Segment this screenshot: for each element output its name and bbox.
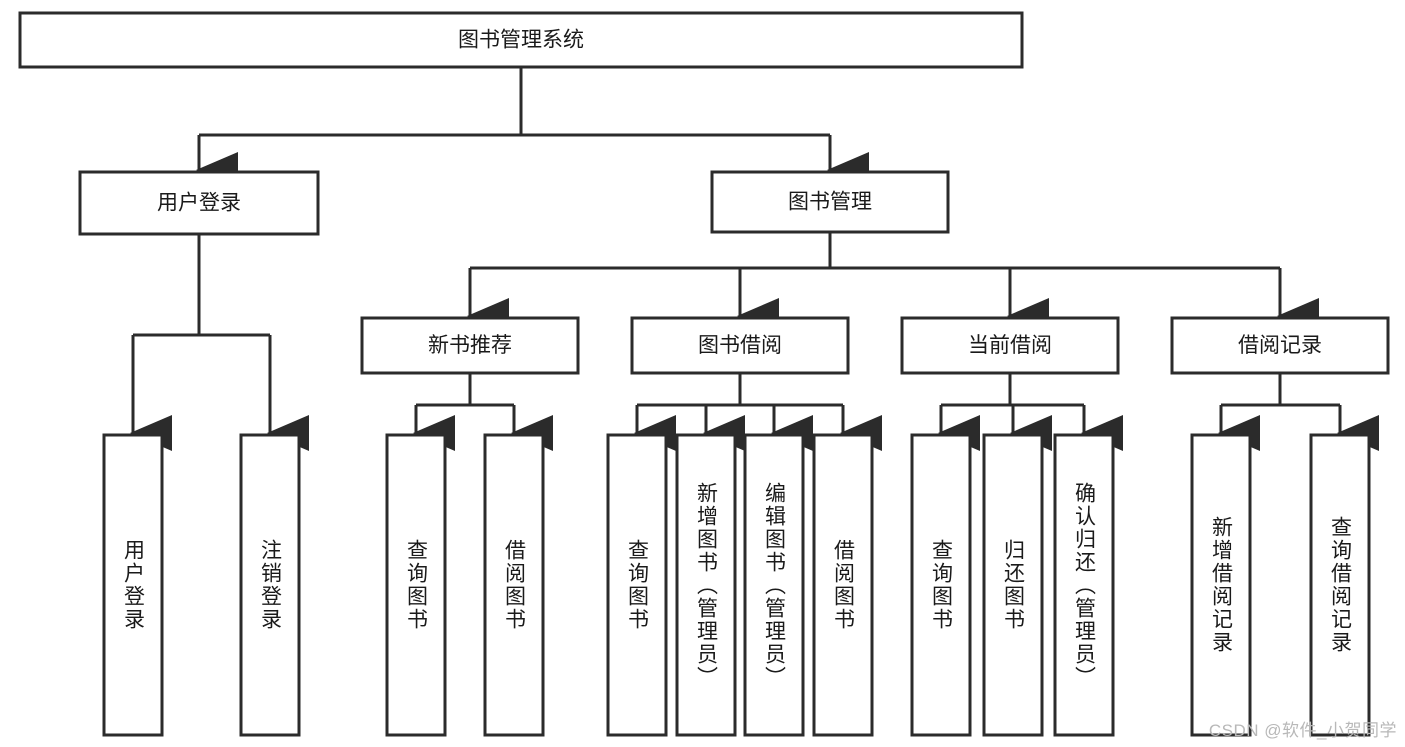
node-new-book-recommend[interactable]: 新书推荐 [360,316,580,375]
node-book-borrow-rect[interactable] [630,316,850,375]
leaf-current-borrow-0-rect[interactable] [910,433,972,737]
node-current-borrow[interactable]: 当前借阅 [900,316,1120,375]
node-borrow-record-label: 借阅记录 [1238,334,1322,357]
node-root-book-management-system-rect[interactable] [18,11,1024,69]
node-user-login[interactable]: 用户登录 [78,170,320,236]
leaf-borrow-record-0-rect[interactable] [1190,433,1252,737]
leaf-current-borrow-1[interactable] [982,433,1044,737]
node-user-login-rect[interactable] [78,170,320,236]
node-book-management[interactable]: 图书管理 [710,170,950,234]
leaf-current-borrow-2[interactable] [1053,433,1115,737]
leaf-current-borrow-1-rect[interactable] [982,433,1044,737]
leaf-book-borrow-2-rect[interactable] [743,433,805,737]
leaf-book-borrow-3[interactable] [812,433,874,737]
leaf-book-borrow-1-rect[interactable] [675,433,737,737]
node-borrow-record[interactable]: 借阅记录 [1170,316,1390,375]
leaf-book-borrow-0-rect[interactable] [606,433,668,737]
node-new-book-recommend-rect[interactable] [360,316,580,375]
leaf-new-book-recommend-1-rect[interactable] [483,433,545,737]
node-book-borrow-label: 图书借阅 [698,334,782,357]
node-book-borrow[interactable]: 图书借阅 [630,316,850,375]
node-user-login-label: 用户登录 [157,192,241,215]
leaf-book-borrow-0[interactable] [606,433,668,737]
leaf-book-borrow-3-rect[interactable] [812,433,874,737]
leaf-book-borrow-2[interactable] [743,433,805,737]
leaf-borrow-record-1-rect[interactable] [1309,433,1371,737]
leaf-user-login-0[interactable] [102,433,164,737]
leaf-current-borrow-2-rect[interactable] [1053,433,1115,737]
leaf-book-borrow-1[interactable] [675,433,737,737]
leaf-new-book-recommend-1[interactable] [483,433,545,737]
node-book-management-rect[interactable] [710,170,950,234]
leaf-user-login-0-rect[interactable] [102,433,164,737]
leaf-new-book-recommend-0-rect[interactable] [385,433,447,737]
connector-layer [130,67,1379,451]
leaf-user-login-1-rect[interactable] [239,433,301,737]
node-current-borrow-rect[interactable] [900,316,1120,375]
node-current-borrow-label: 当前借阅 [968,334,1052,357]
leaf-borrow-record-1[interactable] [1309,433,1371,737]
leaf-borrow-record-0[interactable] [1190,433,1252,737]
node-borrow-record-rect[interactable] [1170,316,1390,375]
node-root-book-management-system-label: 图书管理系统 [458,29,584,52]
leaf-current-borrow-0[interactable] [910,433,972,737]
leaf-user-login-1[interactable] [239,433,301,737]
node-book-management-label: 图书管理 [788,191,872,214]
watermark-text: CSDN @软件_小贺同学 [1208,721,1397,740]
leaf-new-book-recommend-0[interactable] [385,433,447,737]
node-new-book-recommend-label: 新书推荐 [428,334,512,357]
node-root-book-management-system[interactable]: 图书管理系统 [18,11,1024,69]
